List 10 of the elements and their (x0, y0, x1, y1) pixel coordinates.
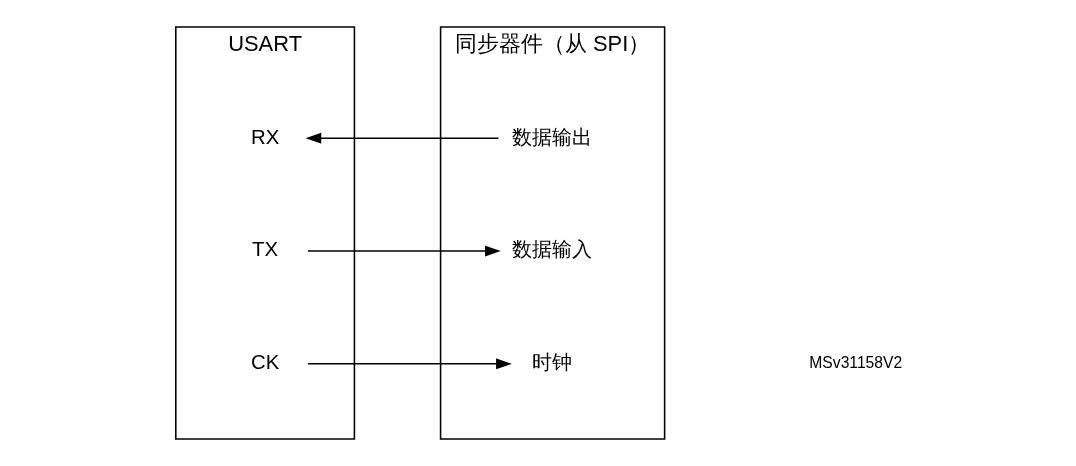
arrow (305, 132, 499, 144)
label: MSv31158V2 (808, 353, 902, 371)
node-text: CK (250, 351, 279, 374)
arrow (306, 245, 501, 257)
node-text: 数据输出 (511, 125, 592, 148)
node-text: 数据输入 (511, 238, 592, 261)
node-text: RX (250, 125, 279, 148)
node-text: 时钟 (531, 351, 572, 374)
node-text: TX (251, 238, 278, 261)
arrow (306, 358, 512, 370)
